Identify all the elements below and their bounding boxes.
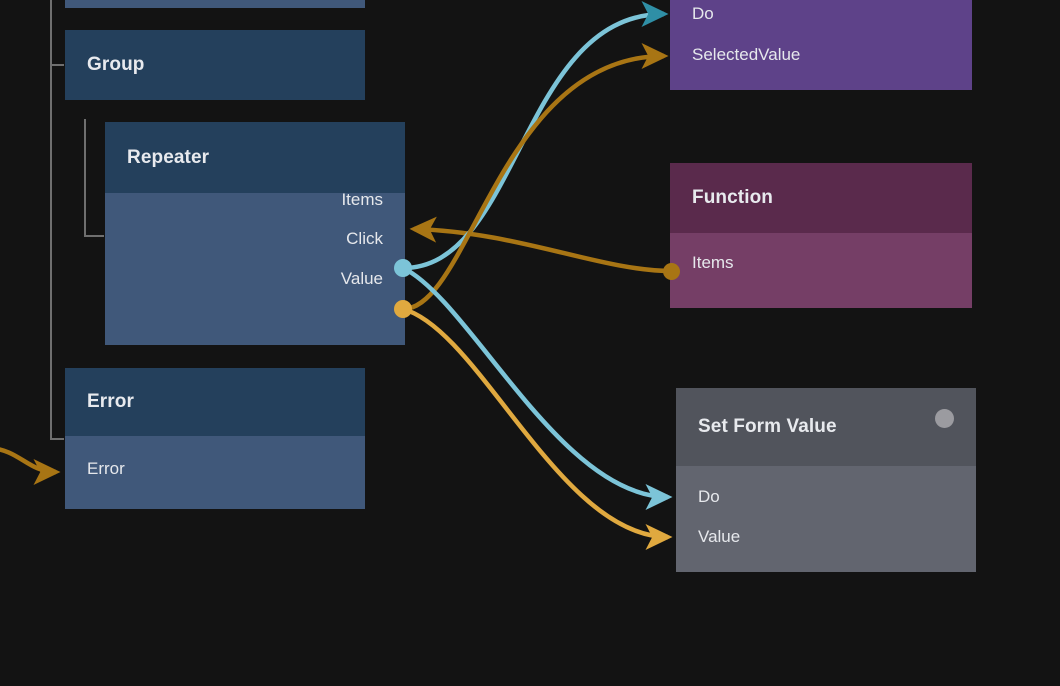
node-repeater-title: Repeater [127,146,210,168]
wire-offscreen-to-error [0,447,61,486]
port-dot-function-items[interactable] [663,263,680,280]
port-purple-selectedvalue-label: SelectedValue [692,45,801,64]
node-error[interactable]: Error Error [65,368,365,509]
port-setform-do-label: Do [698,487,720,506]
wire-value-to-selectedvalue [402,42,669,312]
node-repeater-header: Repeater [105,122,405,193]
node-group[interactable]: Group [65,30,365,100]
port-error-error-label: Error [87,459,125,478]
tree-line-stub-repeater [84,235,104,237]
node-function-body: Items [670,233,972,308]
port-repeater-click[interactable]: Click [346,228,405,250]
port-setform-do[interactable]: Do [698,486,720,508]
wire-click-to-setform-do [402,265,673,511]
port-dot-repeater-click[interactable] [394,259,412,277]
node-repeater[interactable]: Repeater Items Click Value [105,122,405,345]
node-error-title: Error [87,391,134,412]
port-repeater-items-label: Items [341,190,383,209]
port-purple-do[interactable]: Do [692,3,714,25]
node-set-form-value-header: Set Form Value [676,388,976,466]
port-repeater-click-label: Click [346,229,383,248]
node-purple-body: Do SelectedValue [670,0,972,90]
node-purple[interactable]: Do SelectedValue [670,0,972,90]
wire-value-to-setform-value [402,306,673,551]
wire-function-items-to-repeater-items [409,216,673,274]
port-function-items[interactable]: Items [692,252,734,274]
node-clipped-top[interactable] [65,0,365,8]
node-function-header: Function [670,163,972,233]
node-repeater-body: Items Click Value [105,190,405,345]
wire-click-to-do [402,0,669,271]
node-error-body: Error [65,436,365,509]
tree-line-stub-group [50,64,64,66]
port-function-items-label: Items [692,253,734,272]
port-repeater-value-label: Value [340,269,383,288]
tree-line-stub-error [50,438,64,440]
port-setform-value[interactable]: Value [698,526,740,548]
port-setform-value-label: Value [698,527,741,546]
port-purple-selectedvalue[interactable]: SelectedValue [692,44,800,66]
tree-line-inner-vertical [84,119,86,237]
node-group-header: Group [65,30,365,100]
node-clipped-top-header [65,0,365,8]
port-repeater-items[interactable]: Items [341,189,405,211]
node-error-header: Error [65,368,365,436]
port-dot-repeater-value[interactable] [394,300,412,318]
port-error-error[interactable]: Error [87,458,125,480]
node-set-form-value-title: Set Form Value [698,416,837,437]
node-function[interactable]: Function Items [670,163,972,308]
node-group-title: Group [87,54,145,75]
node-function-title: Function [692,187,774,208]
status-dot-icon [935,409,954,428]
tree-line-outer-vertical [50,0,52,440]
node-set-form-value[interactable]: Set Form Value Do Value [676,388,976,572]
port-repeater-value[interactable]: Value [341,268,405,290]
port-purple-do-label: Do [692,4,714,23]
node-set-form-value-body: Do Value [676,466,976,572]
